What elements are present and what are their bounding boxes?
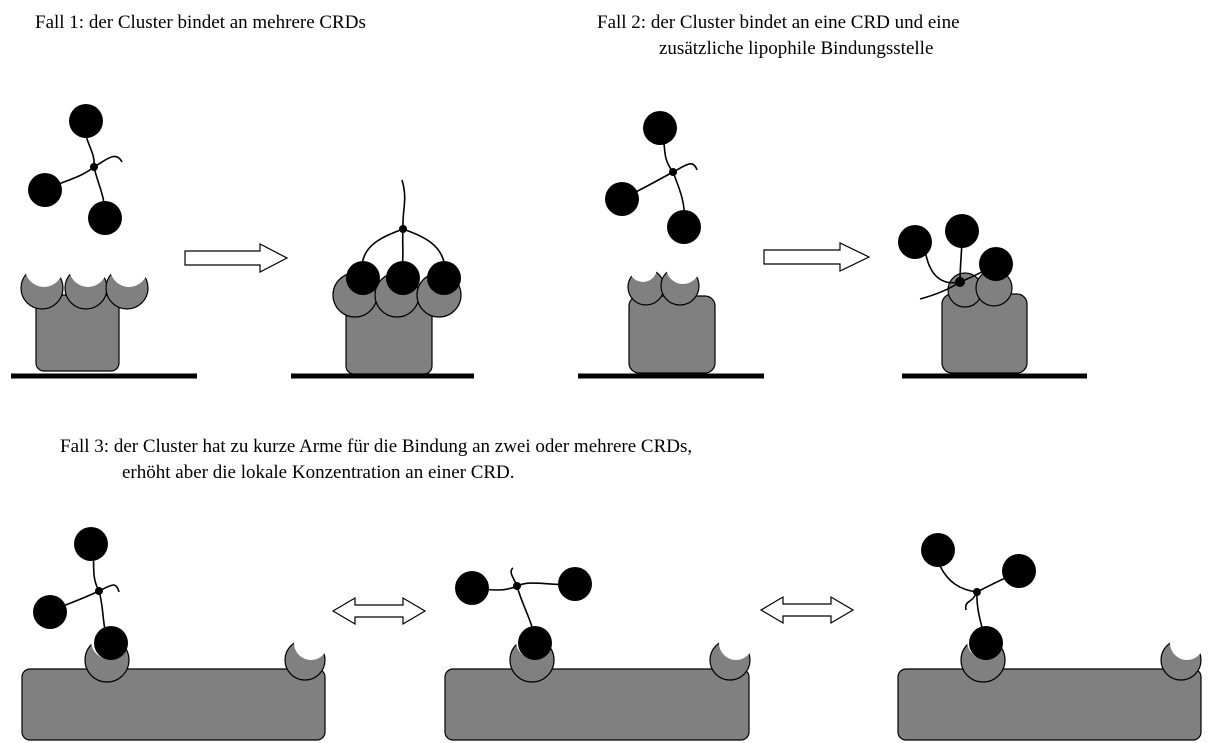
fall1-free-cluster	[28, 104, 123, 235]
fall2-receptor-unbound	[627, 250, 716, 374]
caption-fall-3: Fall 3: der Cluster hat zu kurze Arme fü…	[60, 434, 692, 486]
ligand-ball	[427, 261, 461, 295]
ligand-ball	[28, 173, 62, 207]
cluster-core-dot	[669, 168, 677, 176]
caption-fall-2-line-2: zusätzliche lipophile Bindungsstelle	[659, 38, 934, 59]
ligand-ball	[74, 527, 108, 561]
ligand-ball	[386, 261, 420, 295]
ligand-ball	[979, 247, 1013, 281]
fall3-scene-2	[444, 567, 753, 741]
cluster-core-dot	[399, 225, 407, 233]
caption-fall-2: Fall 2: der Cluster bindet an eine CRD u…	[597, 10, 960, 62]
reaction-arrow	[763, 242, 871, 272]
ligand-ball	[518, 626, 552, 660]
caption-fall-3-line-2: erhöht aber die lokale Konzentration an …	[122, 462, 515, 483]
ligand-ball	[33, 595, 67, 629]
fall3-scene-1	[21, 527, 328, 741]
ligand-ball	[643, 111, 677, 145]
reaction-arrow	[184, 243, 289, 273]
ligand-ball	[945, 214, 979, 248]
ligand-ball	[88, 201, 122, 235]
fall1-receptor-bound	[332, 272, 462, 375]
cluster-core-dot	[973, 588, 981, 596]
fall3-scene-3	[897, 533, 1204, 741]
fall1-bound-cluster	[346, 179, 461, 295]
equilibrium-arrow	[759, 595, 855, 625]
ligand-ball	[94, 626, 128, 660]
fall2-free-cluster	[605, 111, 701, 244]
equilibrium-arrow	[331, 596, 427, 626]
ligand-ball	[921, 533, 955, 567]
cluster-core-dot	[90, 163, 98, 171]
cluster-core-dot	[95, 587, 103, 595]
ligand-ball	[1002, 554, 1036, 588]
caption-fall-2-line-1: Fall 2: der Cluster bindet an eine CRD u…	[597, 12, 960, 33]
fall2-bound-cluster	[898, 214, 1013, 300]
ligand-ball	[69, 104, 103, 138]
ligand-ball	[898, 225, 932, 259]
ligand-ball	[558, 567, 592, 601]
ligand-ball	[605, 182, 639, 216]
ligand-ball	[969, 626, 1003, 660]
cluster-core-dot	[955, 277, 965, 287]
fall1-receptor-unbound	[20, 249, 149, 372]
caption-fall-1: Fall 1: der Cluster bindet an mehrere CR…	[35, 12, 366, 33]
ligand-ball	[667, 210, 701, 244]
ligand-ball	[346, 261, 380, 295]
ligand-ball	[455, 571, 489, 605]
caption-fall-3-line-1: Fall 3: der Cluster hat zu kurze Arme fü…	[60, 436, 693, 457]
cluster-core-dot	[513, 582, 521, 590]
